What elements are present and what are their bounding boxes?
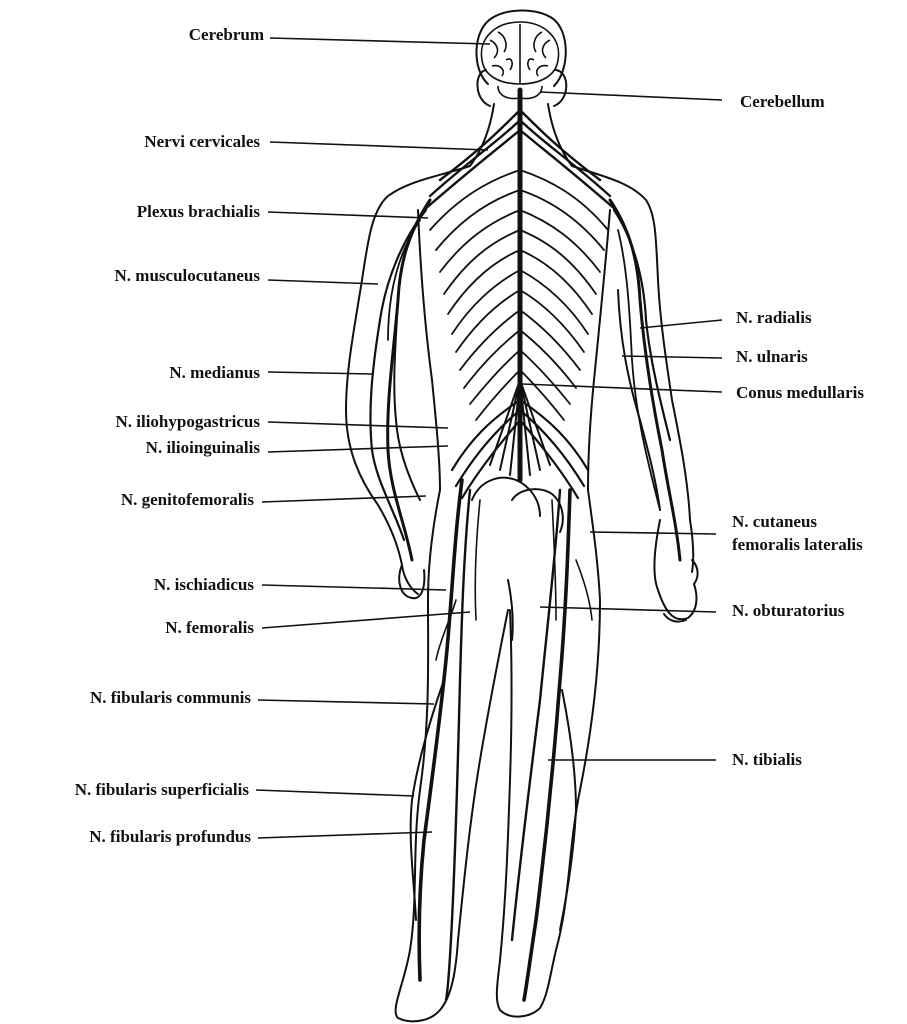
label-musculocutaneus: N. musculocutaneus [115, 266, 260, 286]
label-ischiadicus: N. ischiadicus [154, 575, 254, 595]
label-genitofemoralis: N. genitofemoralis [121, 490, 254, 510]
label-ulnaris: N. ulnaris [736, 347, 808, 367]
label-plexus-brachialis: Plexus brachialis [137, 202, 260, 222]
leader-ischiadicus [262, 585, 446, 590]
label-fibularis-profundus: N. fibularis profundus [89, 827, 251, 847]
label-ilioinguinalis: N. ilioinguinalis [146, 438, 260, 458]
label-nervi-cervicales: Nervi cervicales [144, 132, 260, 152]
label-conus-medullaris: Conus medullaris [736, 383, 864, 403]
leader-radialis [640, 320, 722, 328]
leader-ulnaris [622, 356, 722, 358]
leader-cerebellum [540, 92, 722, 100]
leader-iliohypogastricus [268, 422, 448, 428]
label-iliohypogastricus: N. iliohypogastricus [115, 412, 260, 432]
label-cutaneus-line1: N. cutaneus [732, 512, 817, 532]
leader-plexus-brachialis [268, 212, 428, 218]
leader-cerebrum [270, 38, 490, 44]
label-cerebrum: Cerebrum [189, 25, 264, 45]
leader-femoralis [262, 612, 470, 628]
leader-cutaneus-femoralis [590, 532, 716, 534]
label-obturatorius: N. obturatorius [732, 601, 844, 621]
nerves [370, 90, 680, 1000]
leader-fibularis-profundus [258, 832, 432, 838]
label-medianus: N. medianus [169, 363, 260, 383]
leader-fibularis-superficialis [256, 790, 414, 796]
leader-medianus [268, 372, 372, 374]
brain [481, 22, 558, 99]
label-femoralis: N. femoralis [165, 618, 254, 638]
label-fibularis-communis: N. fibularis communis [90, 688, 251, 708]
label-radialis: N. radialis [736, 308, 812, 328]
label-cerebellum: Cerebellum [740, 92, 825, 112]
leader-ilioinguinalis [268, 446, 448, 452]
leader-lines [256, 38, 722, 838]
label-tibialis: N. tibialis [732, 750, 802, 770]
leader-fibularis-communis [258, 700, 434, 704]
leader-conus-medullaris [522, 384, 722, 392]
label-fibularis-superficialis: N. fibularis superficialis [75, 780, 249, 800]
leader-nervi-cervicales [270, 142, 488, 150]
leader-genitofemoralis [262, 496, 426, 502]
label-cutaneus-line2: femoralis lateralis [732, 535, 863, 555]
